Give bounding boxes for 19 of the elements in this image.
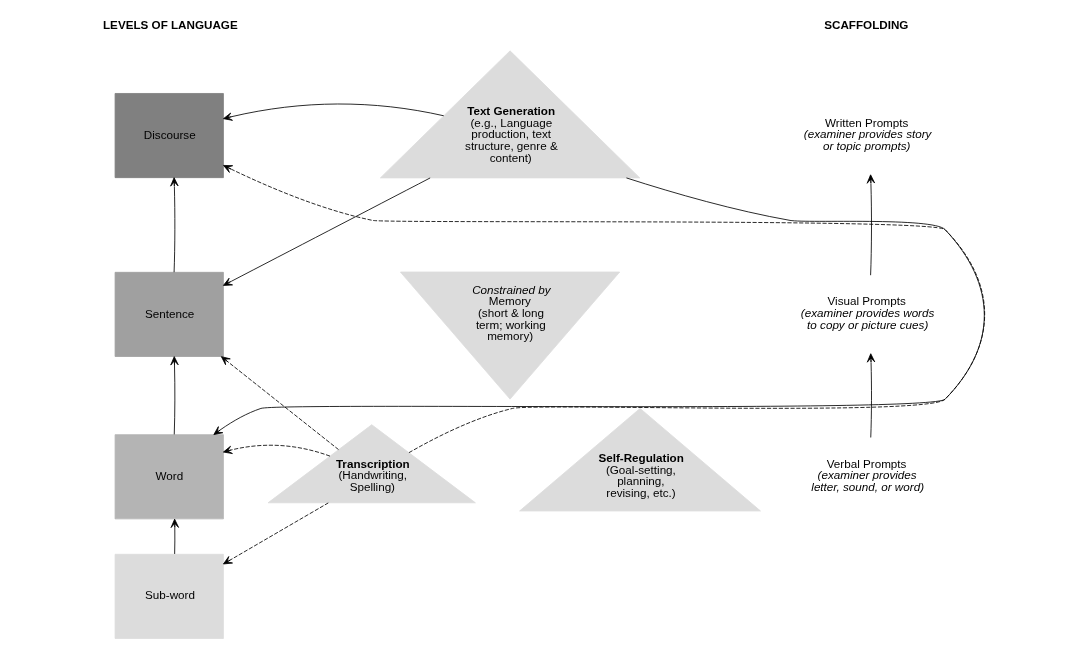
label: LEVELS OF LANGUAGE [103, 17, 238, 31]
node-box: Word [114, 434, 224, 520]
node-text: Written Prompts (examiner provides story or topic prompts) [803, 115, 932, 152]
node-box: Sentence [114, 271, 224, 357]
node-text: Visual Prompts (examiner provides words to copy or picture cues) [800, 294, 935, 331]
node-box: Sub-word [114, 553, 224, 639]
arrow [170, 518, 179, 555]
node-text: Verbal Prompts (examiner provides letter, sound, or word) [811, 456, 925, 494]
arrow [220, 356, 339, 450]
label: SCAFFOLDING [824, 17, 909, 31]
arrow [866, 174, 876, 276]
arrow [223, 103, 445, 121]
arrow [866, 353, 876, 438]
arrow [170, 356, 179, 435]
arrow [223, 502, 329, 565]
arrow [223, 444, 331, 457]
node-box: Discourse [114, 93, 224, 179]
arrow [170, 177, 179, 273]
arrow [223, 177, 431, 286]
